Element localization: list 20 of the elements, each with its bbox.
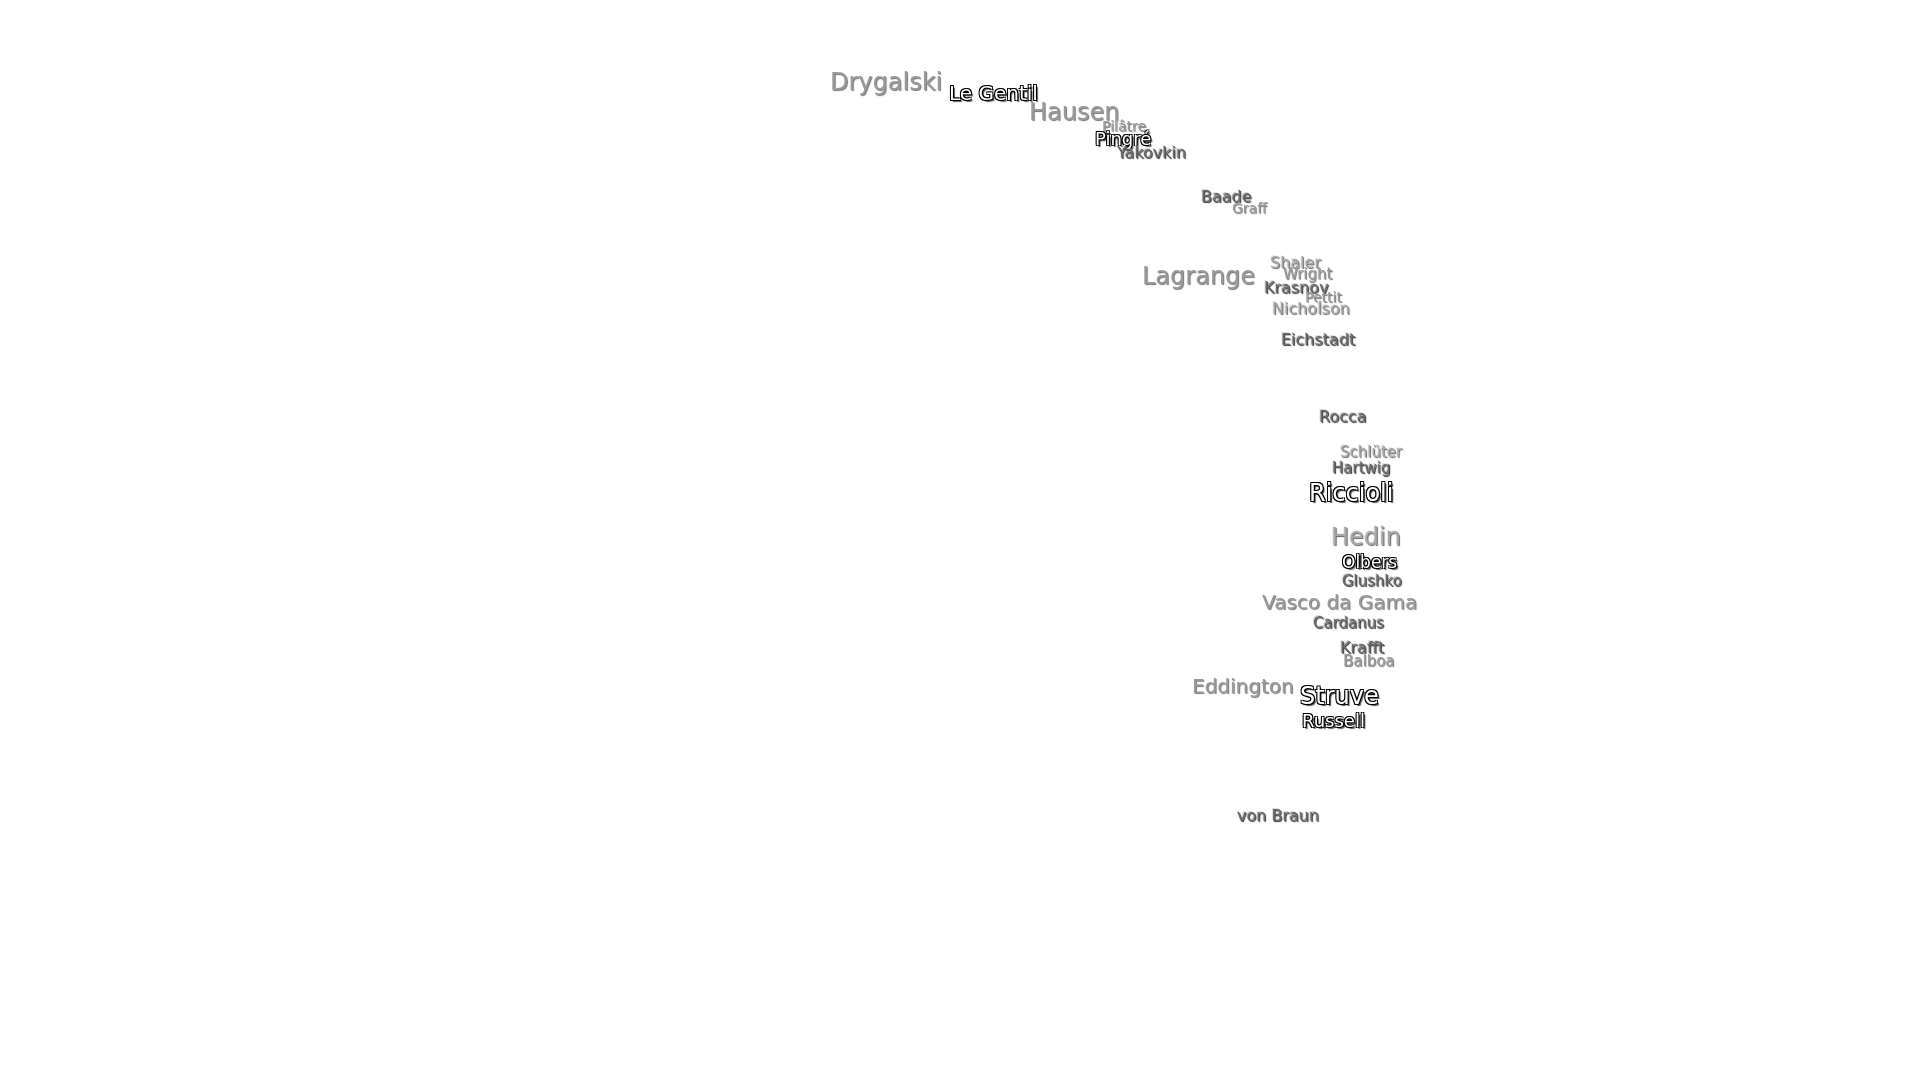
crater-label: von Braun (1237, 808, 1320, 824)
crater-label: Lagrange (1142, 264, 1256, 288)
crater-label: Struve (1300, 684, 1379, 708)
crater-label: Drygalski (830, 70, 943, 94)
crater-label: Glushko (1342, 574, 1402, 589)
crater-label: Balboa (1343, 654, 1395, 669)
crater-label: Schlüter (1340, 445, 1403, 460)
crater-label: Krafft (1340, 640, 1385, 656)
crater-label: Eddington (1192, 676, 1294, 696)
crater-label: Le Gentil (949, 83, 1038, 103)
crater-label: Vasco da Gama (1262, 592, 1418, 612)
crater-label: Cardanus (1313, 616, 1385, 631)
crater-label: Hedin (1331, 525, 1401, 549)
crater-label: Russell (1302, 712, 1365, 730)
crater-label: Olbers (1342, 554, 1398, 571)
crater-label: Rocca (1319, 409, 1367, 425)
crater-label: Eichstadt (1281, 332, 1356, 348)
crater-label: Nicholson (1272, 301, 1350, 317)
crater-label: Riccioli (1309, 481, 1394, 505)
crater-label: Hartwig (1332, 461, 1391, 476)
